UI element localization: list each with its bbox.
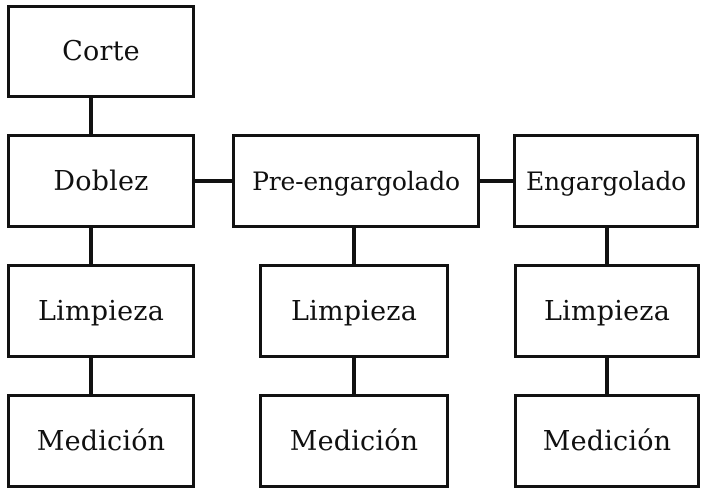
node-medicion-1[interactable]: Medición xyxy=(7,394,195,488)
node-medicion-2-label: Medición xyxy=(289,425,419,457)
node-pre-engargolado[interactable]: Pre-engargolado xyxy=(232,134,480,228)
node-corte-label: Corte xyxy=(62,36,140,67)
connector-doblez-to-pre-engargolado xyxy=(192,179,235,183)
node-medicion-3[interactable]: Medición xyxy=(514,394,700,488)
node-pre-engargolado-label: Pre-engargolado xyxy=(252,166,460,196)
node-limpieza-2[interactable]: Limpieza xyxy=(259,264,449,358)
node-limpieza-3[interactable]: Limpieza xyxy=(514,264,700,358)
node-limpieza-1[interactable]: Limpieza xyxy=(7,264,195,358)
node-engargolado-label: Engargolado xyxy=(525,166,687,196)
node-doblez[interactable]: Doblez xyxy=(7,134,195,228)
connector-doblez-to-limpieza-1 xyxy=(89,225,93,266)
connector-limpieza-1-to-medicion-1 xyxy=(89,355,93,396)
connector-pre-engargolado-to-engargolado xyxy=(477,179,516,183)
connector-engargolado-to-limpieza-3 xyxy=(605,225,609,266)
connector-limpieza-3-to-medicion-3 xyxy=(605,355,609,396)
node-medicion-1-label: Medición xyxy=(36,425,166,457)
connector-corte-to-doblez xyxy=(89,94,93,136)
connector-limpieza-2-to-medicion-2 xyxy=(352,355,356,396)
node-limpieza-2-label: Limpieza xyxy=(291,295,417,327)
connector-pre-engargolado-to-limpieza-2 xyxy=(352,225,356,266)
node-limpieza-1-label: Limpieza xyxy=(38,295,164,327)
node-corte[interactable]: Corte xyxy=(7,5,195,98)
node-limpieza-3-label: Limpieza xyxy=(544,295,670,327)
node-medicion-3-label: Medición xyxy=(542,425,672,457)
node-medicion-2[interactable]: Medición xyxy=(259,394,449,488)
node-engargolado[interactable]: Engargolado xyxy=(513,134,699,228)
node-doblez-label: Doblez xyxy=(53,165,149,197)
